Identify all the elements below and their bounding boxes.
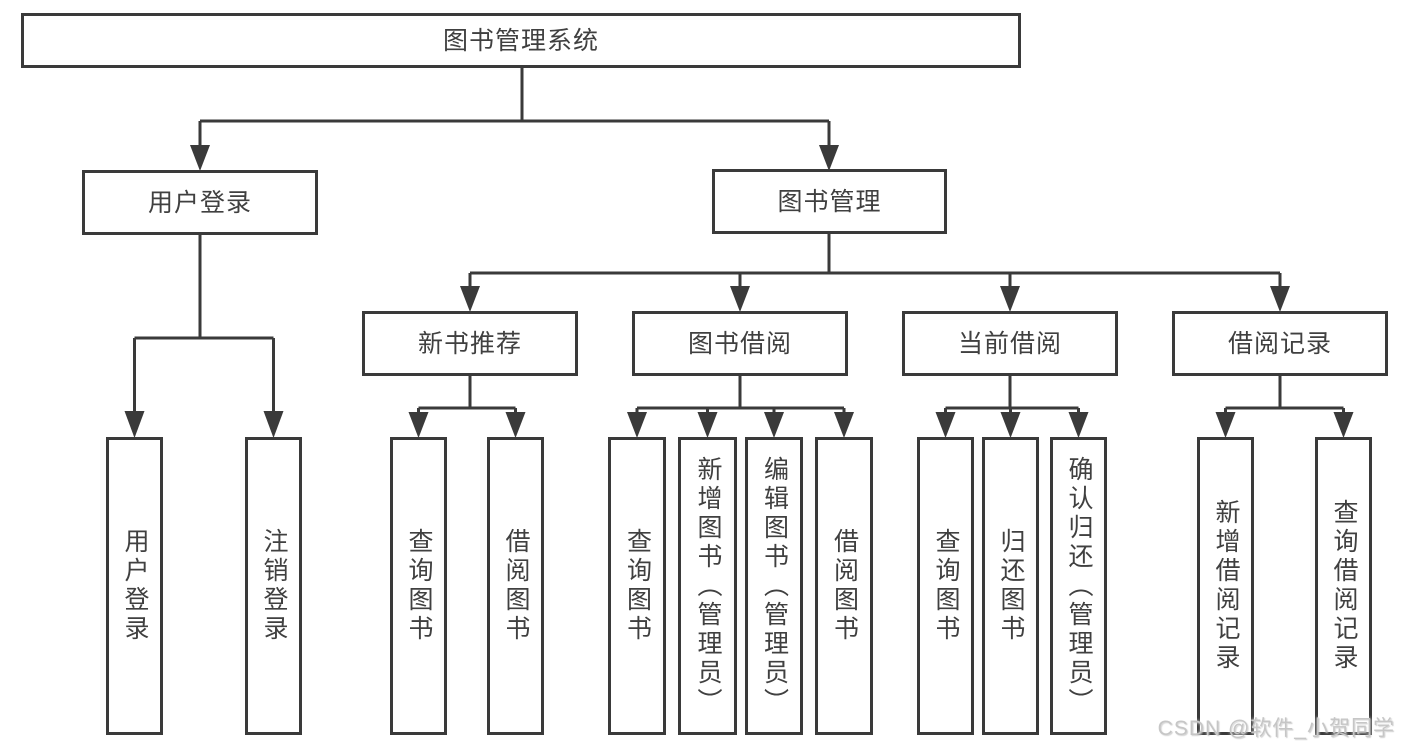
- node-label: 当前借阅: [957, 329, 1062, 358]
- leaf-return-book: 归还图书: [982, 437, 1039, 735]
- node-label: 用户登录: [121, 528, 149, 644]
- node-label: 图书管理: [777, 187, 882, 216]
- node-label: 编辑图书（管理员）: [760, 455, 789, 717]
- node-label: 借阅图书: [502, 528, 530, 644]
- node-book-borrow: 图书借阅: [632, 311, 848, 376]
- node-label: 归还图书: [997, 528, 1025, 644]
- node-book-management: 图书管理: [712, 169, 947, 234]
- node-user-login: 用户登录: [82, 170, 318, 235]
- leaf-query-book-current: 查询图书: [917, 437, 974, 735]
- leaf-query-book-recommend: 查询图书: [390, 437, 447, 735]
- leaf-confirm-return-admin: 确认归还（管理员）: [1050, 437, 1107, 735]
- node-label: 新增借阅记录: [1212, 499, 1240, 673]
- node-borrow-records: 借阅记录: [1172, 311, 1388, 376]
- node-new-book-recommend: 新书推荐: [362, 311, 578, 376]
- node-label: 图书管理系统: [442, 26, 599, 55]
- node-label: 用户登录: [147, 188, 252, 217]
- node-current-borrow: 当前借阅: [902, 311, 1118, 376]
- leaf-user-login: 用户登录: [106, 437, 163, 735]
- node-label: 查询借阅记录: [1330, 499, 1358, 673]
- node-label: 借阅记录: [1227, 329, 1332, 358]
- node-label: 查询图书: [623, 528, 652, 644]
- leaf-borrow-book-recommend: 借阅图书: [487, 437, 544, 735]
- leaf-borrow-book: 借阅图书: [815, 437, 873, 735]
- leaf-add-book-admin: 新增图书（管理员）: [678, 437, 737, 735]
- node-label: 新书推荐: [417, 329, 522, 358]
- node-label: 注销登录: [260, 528, 288, 644]
- leaf-edit-book-admin: 编辑图书（管理员）: [745, 437, 803, 735]
- node-label: 确认归还（管理员）: [1065, 455, 1093, 717]
- leaf-query-borrow-record: 查询借阅记录: [1315, 437, 1372, 735]
- node-root: 图书管理系统: [21, 13, 1021, 68]
- leaf-logout: 注销登录: [245, 437, 302, 735]
- leaf-query-book-borrow: 查询图书: [608, 437, 666, 735]
- leaf-add-borrow-record: 新增借阅记录: [1197, 437, 1254, 735]
- node-label: 借阅图书: [830, 528, 859, 644]
- node-label: 新增图书（管理员）: [694, 455, 722, 717]
- node-label: 查询图书: [932, 528, 960, 644]
- node-label: 图书借阅: [687, 329, 792, 358]
- csdn-watermark: CSDN @软件_小贺同学: [1157, 717, 1395, 740]
- node-label: 查询图书: [405, 528, 433, 644]
